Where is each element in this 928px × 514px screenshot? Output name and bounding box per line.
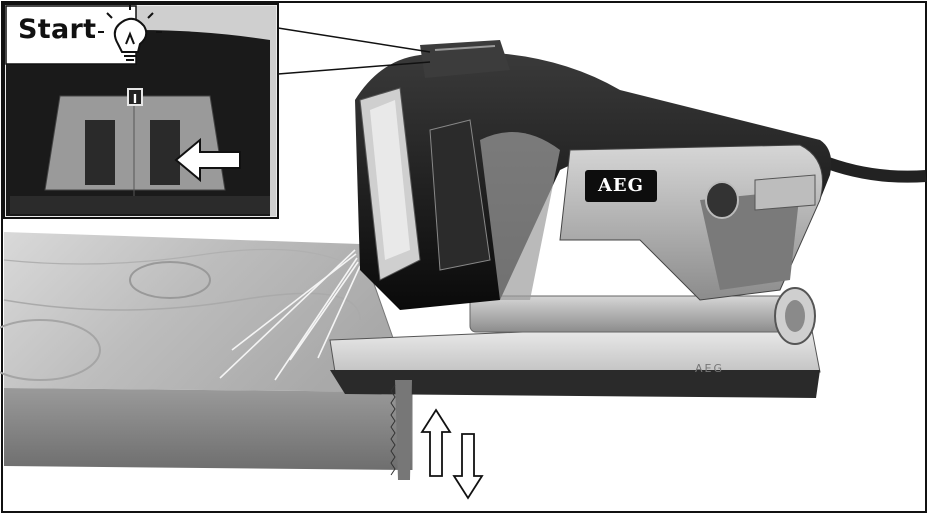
callout-line-bottom — [277, 61, 431, 75]
start-label: Start — [18, 14, 97, 45]
power-switch-mark: I — [127, 88, 143, 106]
press-arrow-icon — [174, 137, 241, 183]
brand-logo: AEG — [585, 170, 657, 202]
jigsaw-body — [355, 40, 832, 310]
callout-line-top — [277, 27, 431, 53]
lightbulb-icon — [98, 4, 162, 61]
sawdust-lines — [219, 249, 361, 381]
saw-blade — [390, 380, 412, 480]
up-down-arrows-icon — [420, 408, 484, 500]
base-marking: AEG — [695, 362, 724, 375]
base-plate — [329, 287, 821, 398]
inset-detail — [3, 3, 279, 219]
wood-board — [0, 232, 413, 470]
